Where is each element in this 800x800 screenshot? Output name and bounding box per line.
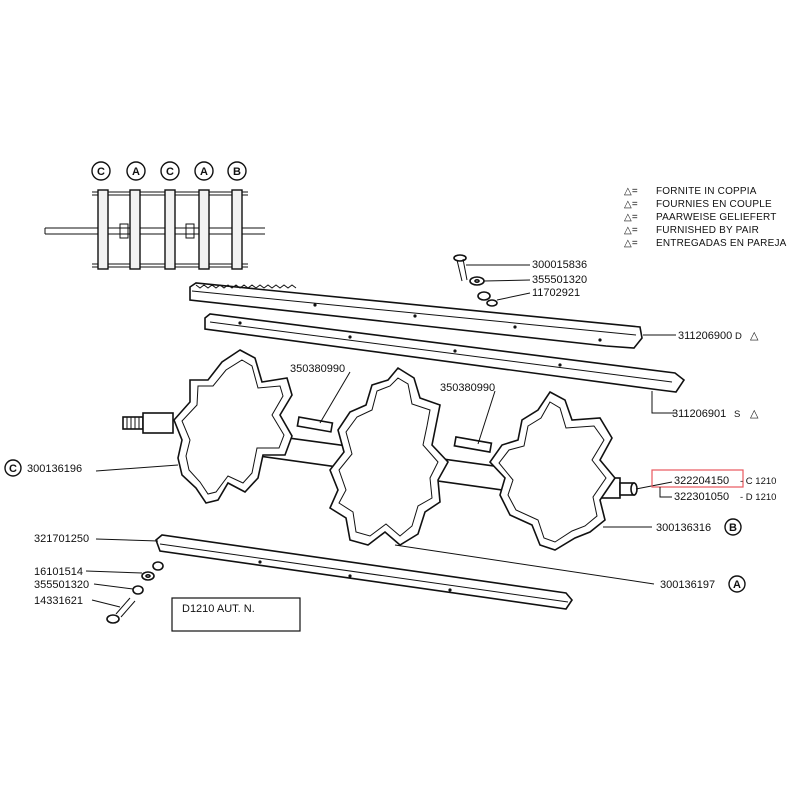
legend-symbol: △= (624, 225, 638, 236)
svg-text:C: C (97, 166, 105, 178)
label-pin-right: 350380990 (440, 382, 495, 394)
circle-letter-a: A (733, 579, 741, 591)
inset-letter-c1: C (91, 161, 111, 181)
label-rotor-a: 300136197 (660, 579, 715, 591)
label-shaft-c-suffix: - C 1210 (740, 476, 776, 487)
circle-letter-c: C (9, 463, 17, 475)
rotor-labels: C 300136196 322204150 - C 1210 322301050… (4, 459, 776, 593)
pins: 350380990 350380990 (290, 363, 496, 453)
label-washer-bottom: 355501320 (34, 579, 89, 591)
inset-diagram: C A C A B (44, 161, 265, 270)
svg-text:A: A (200, 166, 208, 178)
bottom-bar: 321701250 (34, 533, 574, 610)
label-bolt-top: 300015836 (532, 259, 587, 271)
triangle-mark: △ (750, 330, 759, 342)
legend-line-en: FURNISHED BY PAIR (656, 225, 759, 236)
rotor-disc-c (173, 349, 293, 504)
bottom-hardware: 16101514 355501320 14331621 (34, 561, 164, 624)
label-bar-s-suffix: S (734, 409, 740, 420)
label-pin-left: 350380990 (290, 363, 345, 375)
inset-letter-b: B (227, 161, 247, 181)
circle-letter-b: B (729, 522, 737, 534)
triangle-mark: △ (750, 408, 759, 420)
rotor-disc-a (328, 366, 449, 546)
label-nut-bottom: 16101514 (34, 566, 83, 578)
legend-symbol: △= (624, 238, 638, 249)
inset-letter-a2: A (194, 161, 214, 181)
label-shaft-d-suffix: - D 1210 (740, 492, 776, 503)
legend-symbol: △= (624, 199, 638, 210)
model-box: D1210 AUT. N. (171, 597, 301, 632)
svg-text:C: C (166, 166, 174, 178)
label-rotor-b: 300136316 (656, 522, 711, 534)
legend-line-es: ENTREGADAS EN PAREJA (656, 238, 787, 249)
label-bar-d: 311206900 (678, 330, 732, 342)
legend-line-de: PAARWEISE GELIEFERT (656, 212, 777, 223)
highlight-box (651, 469, 744, 488)
label-nut-top: 11702921 (532, 287, 580, 299)
label-shaft-d: 322301050 (674, 491, 729, 503)
svg-text:B: B (233, 166, 241, 178)
legend: △= FORNITE IN COPPIA △= FOURNIES EN COUP… (624, 186, 787, 249)
label-shaft-c: 322204150 (674, 475, 729, 487)
label-bar-s: 311206901 (672, 408, 726, 420)
legend-symbol: △= (624, 212, 638, 223)
top-hardware: 300015836 355501320 11702921 (453, 254, 587, 307)
label-bar-d-suffix: D (735, 331, 742, 342)
svg-text:A: A (132, 166, 140, 178)
label-bolt-bottom: 14331621 (34, 595, 83, 607)
label-rotor-c: 300136196 (27, 463, 82, 475)
inset-letter-a1: A (126, 161, 146, 181)
bar-s: 311206901 S △ (204, 313, 759, 420)
label-bar-bottom: 321701250 (34, 533, 89, 545)
legend-line-fr: FOURNIES EN COUPLE (656, 199, 772, 210)
inset-letter-c2: C (160, 161, 180, 181)
label-washer-top: 355501320 (532, 274, 587, 286)
model-box-text: D1210 AUT. N. (182, 603, 255, 615)
rotor-disc-b (488, 390, 617, 551)
legend-line-it: FORNITE IN COPPIA (656, 186, 757, 197)
serrated-bar-d: 311206900 D △ (189, 282, 759, 349)
legend-symbol: △= (624, 186, 638, 197)
